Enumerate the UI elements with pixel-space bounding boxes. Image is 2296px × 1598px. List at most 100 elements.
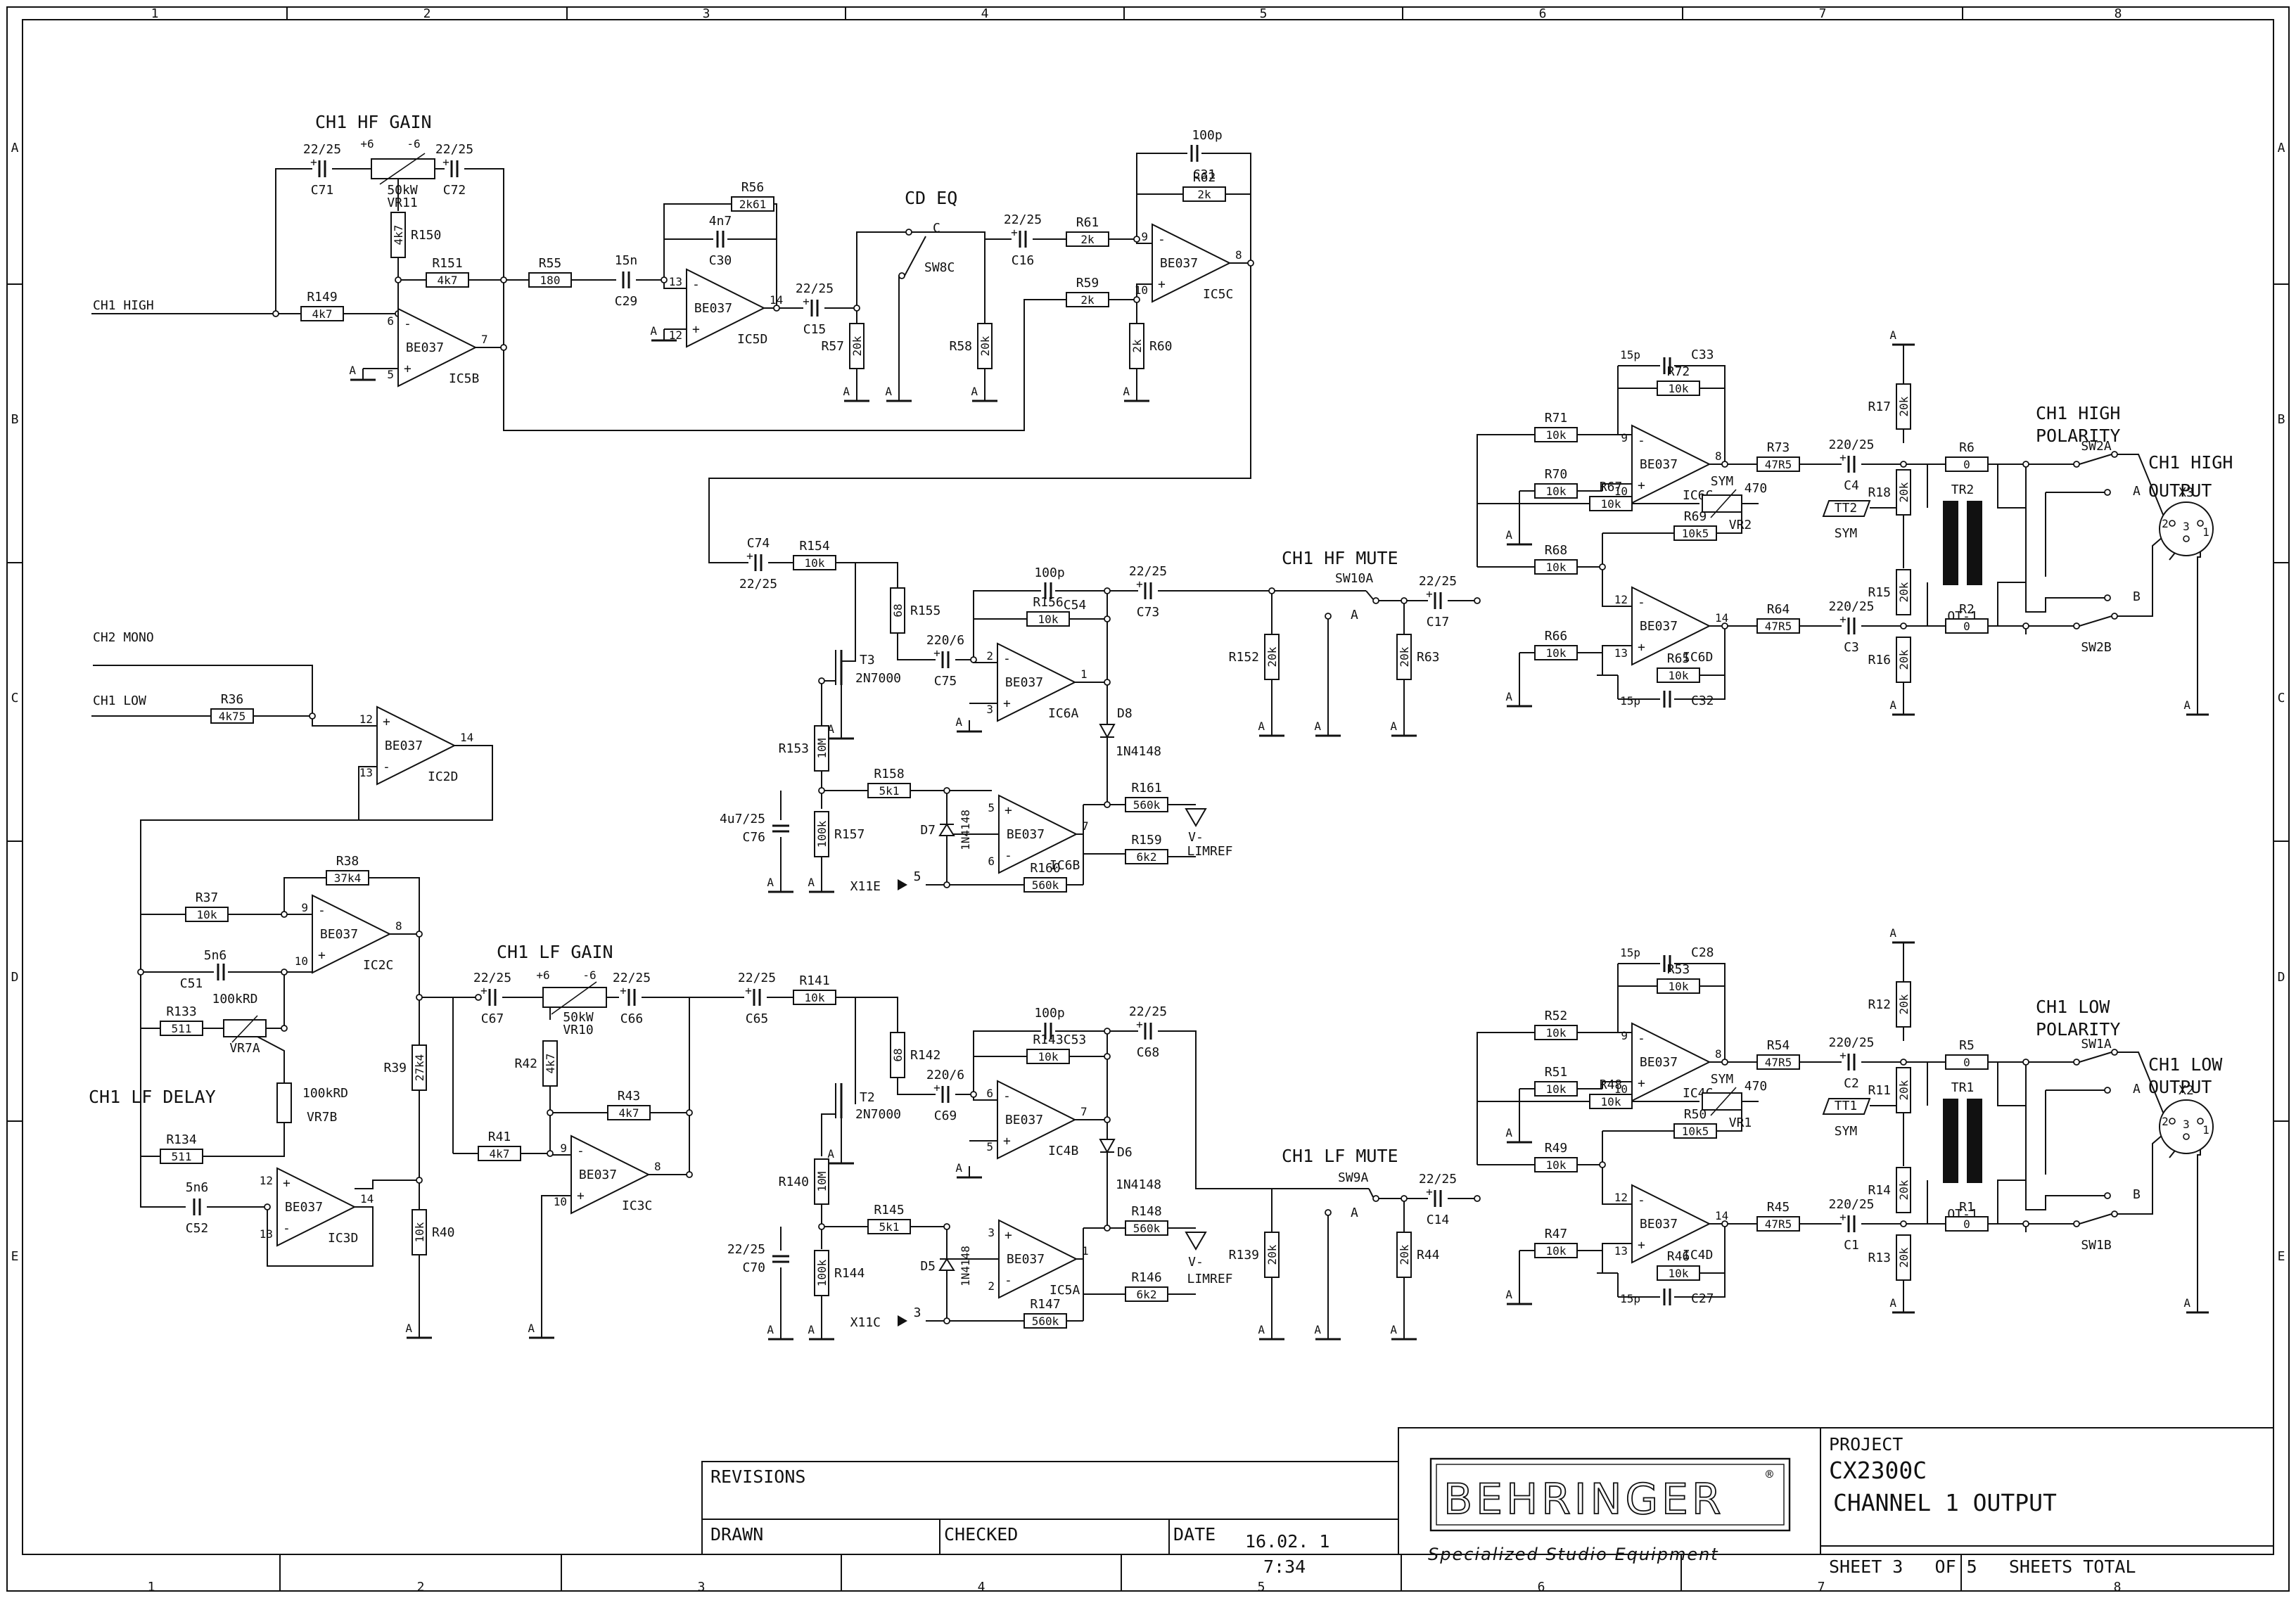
junction bbox=[943, 1317, 950, 1324]
pot-value: 100kRD bbox=[212, 992, 257, 1006]
opamp bbox=[397, 307, 478, 388]
resistor-ref: R16 bbox=[1868, 653, 1891, 667]
resistor-ref: R160 bbox=[1030, 861, 1060, 876]
pot-arrow bbox=[1710, 1087, 1737, 1116]
pin-number: 14 bbox=[460, 731, 473, 744]
title-hf-mute: CH1 HF MUTE bbox=[1282, 548, 1398, 568]
resistor-value: 560k bbox=[1032, 1315, 1059, 1328]
ground-label: A bbox=[1889, 698, 1896, 712]
wire bbox=[1602, 567, 1632, 607]
junction bbox=[1401, 597, 1408, 604]
capacitor-bg bbox=[1138, 581, 1158, 601]
junction bbox=[2022, 461, 2029, 468]
grid-row-label: C bbox=[11, 691, 19, 705]
opamp-input-sign: + bbox=[577, 1189, 585, 1203]
connector-pin-number: 5 bbox=[914, 869, 921, 884]
checked-label: CHECKED bbox=[944, 1524, 1018, 1545]
junction bbox=[137, 969, 144, 976]
opamp-part: BE037 bbox=[1640, 1055, 1678, 1070]
resistor-ref: R13 bbox=[1868, 1251, 1891, 1265]
resistor-ref: R62 bbox=[1193, 170, 1216, 185]
opamp bbox=[276, 1167, 357, 1247]
pin-number: 13 bbox=[1614, 1244, 1628, 1258]
time-value: 7:34 bbox=[1263, 1557, 1306, 1577]
capacitor-ref: C31 bbox=[1193, 167, 1216, 182]
wire bbox=[973, 1094, 997, 1101]
capacitor-value: 220/25 bbox=[1828, 437, 1874, 452]
ground-label: A bbox=[405, 1322, 412, 1335]
resistor-ref: R134 bbox=[166, 1132, 196, 1147]
resistor bbox=[1589, 1094, 1633, 1109]
resistor bbox=[210, 708, 254, 724]
capacitor-value: 22/25 bbox=[613, 971, 651, 985]
wire bbox=[1136, 283, 1152, 300]
opamp-part: BE037 bbox=[1007, 827, 1045, 842]
pin-number: 12 bbox=[1614, 1191, 1628, 1204]
opamp-input-sign: - bbox=[404, 317, 412, 331]
resistor-value: 2k bbox=[1080, 293, 1095, 307]
resistor bbox=[1066, 231, 1109, 247]
capacitor-ref: C16 bbox=[1012, 253, 1035, 268]
wire bbox=[897, 632, 936, 660]
capacitor-bg bbox=[747, 987, 767, 1007]
diode bbox=[1099, 724, 1116, 739]
resistor bbox=[1756, 618, 1800, 634]
polarity-mark: + bbox=[620, 984, 627, 997]
junction bbox=[2022, 1059, 2029, 1066]
wire bbox=[1997, 464, 2026, 509]
wire bbox=[1602, 483, 1632, 491]
opamp-input-sign: - bbox=[1638, 1031, 1645, 1046]
resistor bbox=[814, 725, 829, 772]
grid-col-label: 3 bbox=[698, 1580, 706, 1594]
opamp-part: BE037 bbox=[1640, 457, 1678, 472]
resistor-value: 10k bbox=[805, 556, 825, 570]
capacitor-bg bbox=[1138, 1021, 1158, 1041]
resistor bbox=[1125, 1286, 1168, 1302]
resistor bbox=[1534, 1081, 1578, 1097]
resistor-value: 4k7 bbox=[392, 225, 405, 245]
wire bbox=[140, 972, 186, 1208]
opamp-ref: IC2C bbox=[363, 958, 393, 973]
resistor-value: 0 bbox=[1963, 1056, 1970, 1069]
grid-col-label: 6 bbox=[1538, 1580, 1545, 1594]
switch-contact bbox=[1325, 1209, 1332, 1216]
ground-label: A bbox=[1889, 1296, 1896, 1310]
resistor-ref: R156 bbox=[1033, 595, 1063, 610]
polarity-mark: + bbox=[480, 984, 487, 997]
wire bbox=[1158, 1030, 1369, 1189]
capacitor-bg bbox=[748, 553, 768, 573]
pin-number: 9 bbox=[1621, 1029, 1628, 1042]
junction bbox=[818, 787, 825, 794]
resistor-ref: R70 bbox=[1545, 467, 1568, 482]
opamp-input-sign: + bbox=[1638, 640, 1645, 655]
resistor bbox=[1534, 427, 1578, 442]
resistor-value: 27k4 bbox=[413, 1054, 426, 1082]
resistor bbox=[1026, 1049, 1070, 1064]
resistor-ref: R46 bbox=[1667, 1249, 1690, 1264]
switch-contact bbox=[2073, 1059, 2080, 1066]
ground-label: A bbox=[808, 876, 815, 889]
capacitor-bg bbox=[1013, 229, 1033, 249]
junction bbox=[500, 344, 507, 351]
junction bbox=[272, 310, 279, 317]
diode-ref: D6 bbox=[1117, 1145, 1133, 1160]
junction bbox=[416, 994, 423, 1001]
switch-contact-label: B bbox=[2133, 589, 2141, 604]
capacitor-ref: C66 bbox=[620, 1011, 644, 1026]
pin-number: 13 bbox=[669, 275, 682, 288]
resistor-ref: R45 bbox=[1767, 1200, 1790, 1215]
resistor bbox=[1896, 1167, 1911, 1213]
ground-label: A bbox=[808, 1323, 815, 1336]
switch-contact bbox=[2073, 461, 2080, 468]
capacitor-bg bbox=[936, 1085, 955, 1104]
wire bbox=[1674, 963, 1726, 1062]
wire bbox=[1368, 1188, 1374, 1198]
ground-label: A bbox=[528, 1322, 535, 1335]
capacitor-value: 22/25 bbox=[1129, 1004, 1167, 1019]
opamp bbox=[997, 642, 1077, 722]
diode-part: 1N4148 bbox=[1116, 1177, 1161, 1192]
polarity-mark: + bbox=[745, 984, 752, 997]
capacitor-bg bbox=[805, 298, 824, 318]
